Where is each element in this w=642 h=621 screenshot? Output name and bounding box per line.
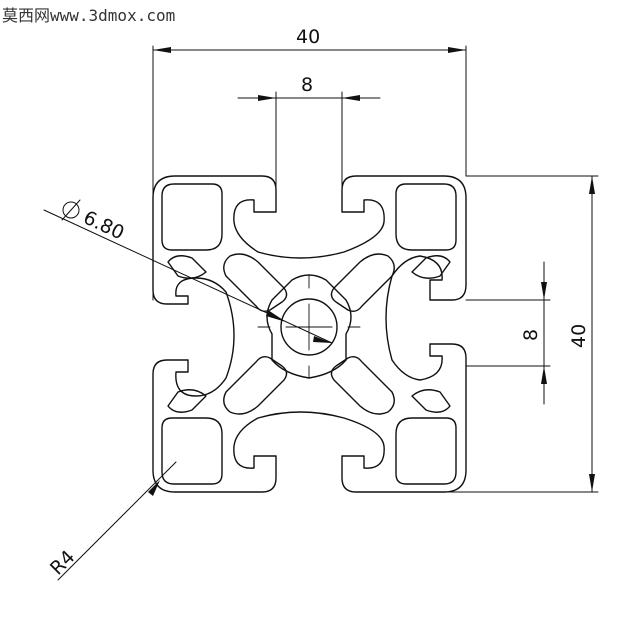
dimension-label-bore-diameter: 6.80 <box>80 207 128 245</box>
inner-web-bottom-right <box>330 355 395 415</box>
inner-web-top-left <box>223 253 288 313</box>
dimension-bore-diameter <box>43 199 333 344</box>
dimension-label-slot-width-top: 8 <box>301 74 313 96</box>
profile-outline <box>152 175 467 493</box>
center-bore <box>280 298 338 356</box>
dimension-label-slot-width-right: 8 <box>520 329 542 341</box>
corner-pocket-top-left <box>161 183 223 251</box>
slot-lip-left-top <box>167 255 207 279</box>
slot-lip-left-bottom <box>167 389 207 413</box>
center-core <box>266 274 352 379</box>
watermark-text: 莫西网www.3dmox.com <box>2 6 176 25</box>
slot-lip-right-bottom <box>411 389 451 413</box>
dimension-label-overall-height: 40 <box>568 324 590 348</box>
dimension-overall-width <box>152 45 467 301</box>
inner-web-top-right <box>330 253 395 313</box>
dimension-corner-radius <box>57 461 177 581</box>
dimension-label-corner-radius: R4 <box>46 546 79 579</box>
slot-lip-right-top <box>411 255 451 279</box>
dimension-slot-width-top <box>237 91 381 187</box>
corner-pocket-bottom-right <box>395 417 457 485</box>
dimension-slot-width-right <box>465 261 551 405</box>
dimension-overall-height <box>443 175 599 493</box>
corner-pocket-bottom-left <box>161 417 223 485</box>
corner-pocket-top-right <box>395 183 457 251</box>
diameter-symbol-icon <box>62 201 80 219</box>
dimension-label-overall-width: 40 <box>296 26 320 48</box>
center-lines <box>257 275 361 379</box>
inner-web-bottom-left <box>223 355 288 415</box>
